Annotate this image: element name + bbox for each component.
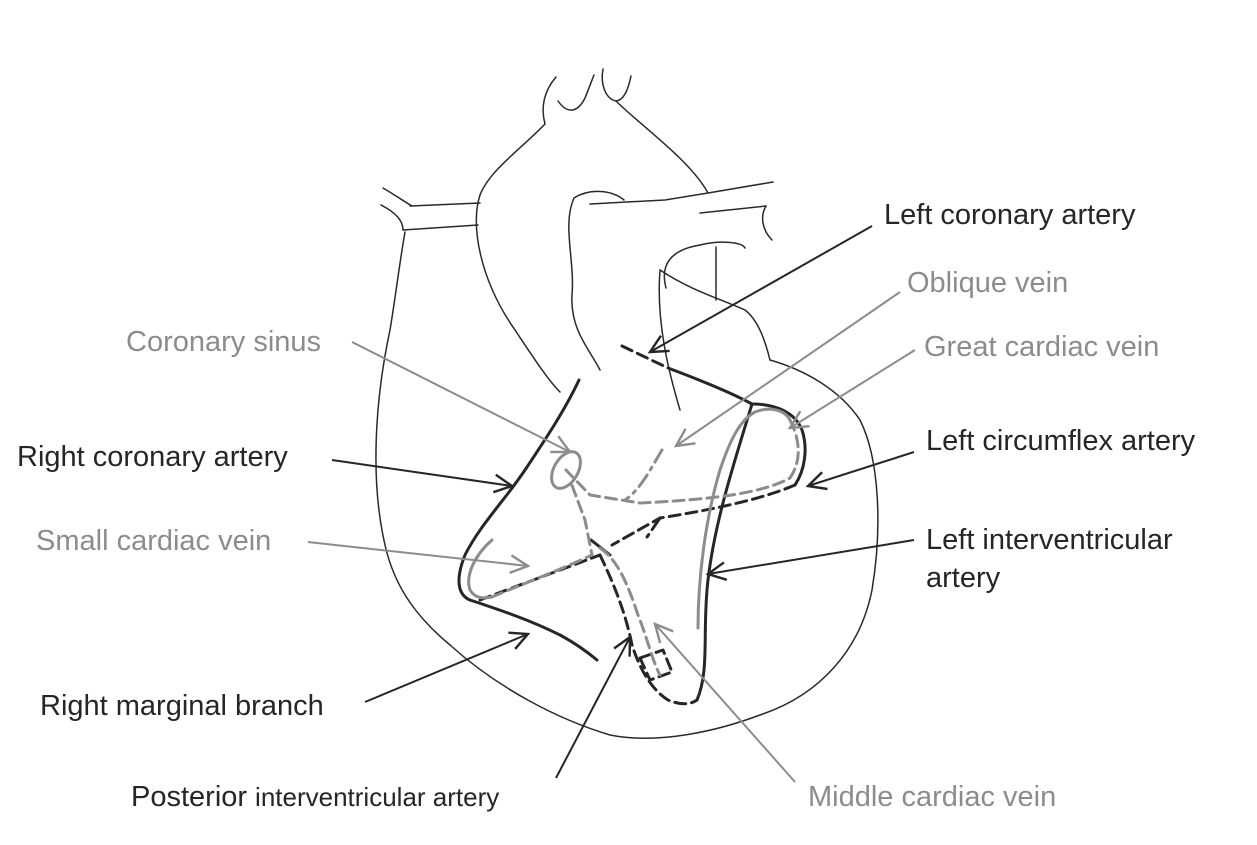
leader-coronary-sinus xyxy=(351,341,570,452)
leader-lines xyxy=(307,225,916,783)
arteries xyxy=(457,344,807,706)
label-left-circumflex-artery: Left circumflex artery xyxy=(926,425,1196,457)
label-left-coronary-artery: Left coronary artery xyxy=(884,199,1136,231)
label-coronary-sinus: Coronary sinus xyxy=(126,326,321,358)
leader-left-coronary-artery xyxy=(650,225,873,352)
leader-oblique-vein xyxy=(676,291,901,446)
label-great-cardiac-vein: Great cardiac vein xyxy=(924,331,1159,363)
label-left-interventricular-artery-line1: Left interventricular xyxy=(926,524,1173,556)
labels: Left coronary artery Oblique vein Great … xyxy=(17,199,1196,813)
leader-great-cardiac-vein xyxy=(790,349,916,428)
label-small-cardiac-vein: Small cardiac vein xyxy=(36,525,271,557)
leader-small-cardiac-vein xyxy=(307,541,528,566)
heart-outline xyxy=(375,68,879,739)
leader-right-marginal-branch xyxy=(364,634,528,703)
label-oblique-vein: Oblique vein xyxy=(907,267,1068,299)
label-middle-cardiac-vein: Middle cardiac vein xyxy=(808,781,1056,813)
label-posterior-interventricular-artery: Posterior interventricular artery xyxy=(131,781,499,813)
label-right-marginal-branch: Right marginal branch xyxy=(40,690,324,722)
label-left-interventricular-artery-line2: artery xyxy=(926,562,1001,594)
label-right-coronary-artery: Right coronary artery xyxy=(17,441,288,473)
leader-left-circumflex-artery xyxy=(808,451,915,486)
veins xyxy=(467,407,800,677)
leader-posterior-interventricular-artery xyxy=(555,637,630,779)
leader-middle-cardiac-vein xyxy=(655,624,796,783)
label-posterior-part1: Posterior xyxy=(131,781,247,813)
leader-right-coronary-artery xyxy=(331,459,512,486)
leader-left-interventricular-artery xyxy=(708,539,915,574)
label-posterior-part2: interventricular artery xyxy=(255,782,499,812)
